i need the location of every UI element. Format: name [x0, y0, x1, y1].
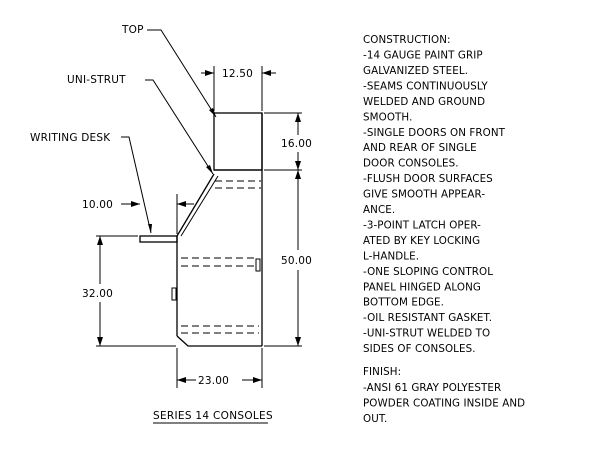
label-uni-strut: UNI-STRUT — [67, 74, 126, 86]
construction-line: -UNI-STRUT WELDED TO — [363, 328, 490, 340]
hidden-lines — [181, 180, 261, 334]
finish-heading: FINISH: — [363, 366, 401, 378]
sloping-panel-inner — [180, 175, 219, 237]
construction-line: -SEAMS CONTINUOUSLY — [363, 80, 488, 92]
dim-top-width-text: 12.50 — [222, 68, 253, 80]
latch-handles — [171, 258, 261, 301]
construction-line: WELDED AND GROUND — [363, 96, 485, 108]
top-section — [213, 112, 263, 171]
dim-top-width: 12.50 — [201, 66, 276, 111]
dim-top-height-text: 16.00 — [281, 138, 312, 150]
finish-line: POWDER COATING INSIDE AND — [363, 398, 525, 410]
construction-line: AND REAR OF SINGLE — [363, 142, 477, 154]
label-top-group: TOP — [121, 24, 217, 118]
construction-line: -FLUSH DOOR SURFACES — [363, 173, 493, 185]
finish-line: OUT. — [363, 413, 387, 425]
construction-line: GALVANIZED STEEL. — [363, 65, 468, 77]
dim-base-width: 23.00 — [176, 348, 263, 388]
construction-line: -OIL RESISTANT GASKET. — [363, 312, 492, 324]
label-writing-desk: WRITING DESK — [30, 132, 111, 144]
construction-line: BOTTOM EDGE. — [363, 297, 444, 309]
construction-line: DOOR CONSOLES. — [363, 158, 459, 170]
caption-group: SERIES 14 CONSOLES — [153, 410, 273, 424]
writing-desk — [139, 235, 178, 243]
dim-desk-projection-text: 10.00 — [82, 199, 113, 211]
toe-kick — [176, 335, 262, 347]
construction-heading: CONSTRUCTION: — [363, 34, 451, 46]
label-uni-strut-group: UNI-STRUT — [67, 74, 214, 175]
dim-body-height: 50.00 — [264, 170, 312, 347]
construction-line: SMOOTH. — [363, 111, 412, 123]
construction-line: SIDES OF CONSOLES. — [363, 343, 476, 355]
construction-line: ANCE. — [363, 204, 395, 216]
dim-top-height: 16.00 — [264, 112, 312, 171]
construction-line: ATED BY KEY LOCKING — [363, 235, 480, 247]
rear-handle — [255, 258, 261, 272]
console-outline — [139, 112, 263, 347]
dim-desk-height: 32.00 — [82, 235, 176, 347]
label-top: TOP — [121, 24, 144, 36]
sloping-panel — [176, 173, 215, 237]
construction-line: -ONE SLOPING CONTROL — [363, 266, 493, 278]
caption: SERIES 14 CONSOLES — [153, 410, 273, 422]
dim-desk-projection: 10.00 — [82, 194, 194, 234]
label-writing-desk-group: WRITING DESK — [30, 132, 152, 234]
dim-body-height-text: 50.00 — [281, 255, 312, 267]
construction-line: L-HANDLE. — [363, 250, 419, 262]
construction-line: GIVE SMOOTH APPEAR- — [363, 189, 485, 201]
construction-line: -3-POINT LATCH OPER- — [363, 219, 481, 231]
construction-line: -SINGLE DOORS ON FRONT — [363, 127, 506, 139]
front-handle — [171, 287, 177, 301]
construction-line: -14 GAUGE PAINT GRIP — [363, 50, 483, 62]
dim-desk-height-text: 32.00 — [82, 288, 113, 300]
finish-notes: FINISH: -ANSI 61 GRAY POLYESTER POWDER CO… — [363, 366, 525, 425]
finish-line: -ANSI 61 GRAY POLYESTER — [363, 382, 501, 394]
dim-base-width-text: 23.00 — [198, 375, 229, 387]
construction-notes: CONSTRUCTION: -14 GAUGE PAINT GRIP GALVAN… — [363, 34, 506, 355]
construction-line: PANEL HINGED ALONG — [363, 281, 481, 293]
